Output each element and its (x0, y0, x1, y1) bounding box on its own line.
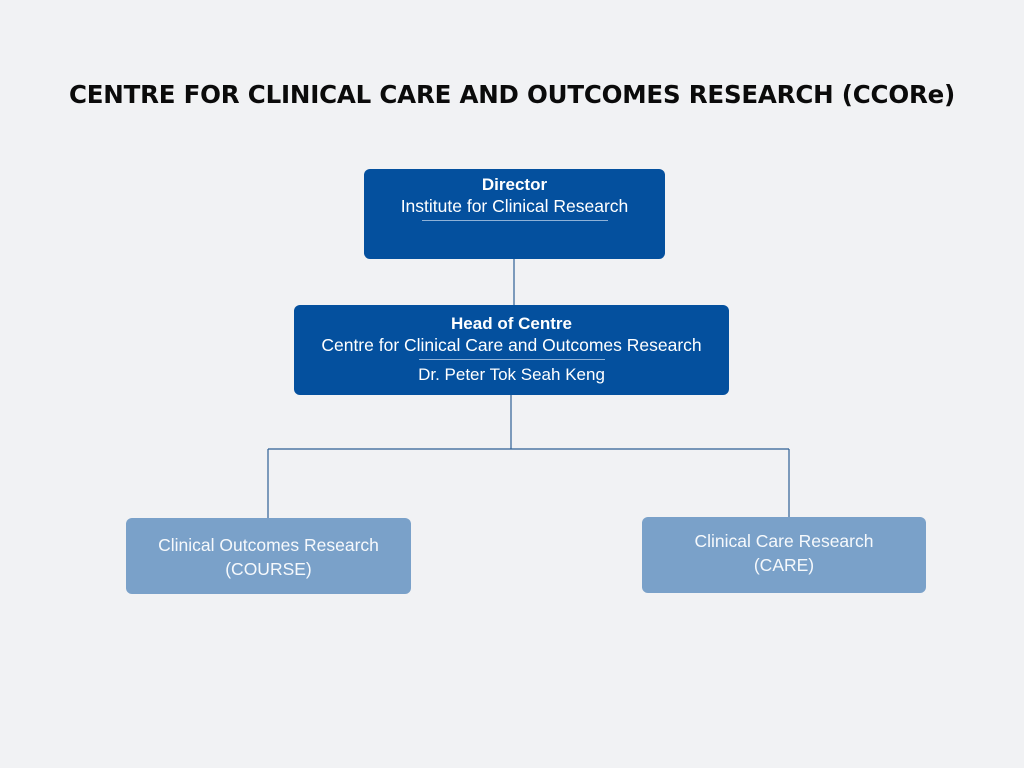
director-org: Institute for Clinical Research (400, 196, 629, 216)
director-divider (421, 220, 608, 221)
unit-care-abbr: (CARE) (753, 555, 815, 575)
unit-care-box: Clinical Care Research (CARE) (642, 517, 926, 593)
head-divider (418, 359, 605, 360)
unit-course-abbr: (COURSE) (225, 559, 312, 579)
unit-course-name: Clinical Outcomes Research (158, 535, 379, 555)
head-of-centre-box: Head of Centre Centre for Clinical Care … (294, 305, 729, 395)
unit-care-name: Clinical Care Research (694, 531, 874, 551)
director-role: Director (481, 175, 548, 194)
unit-course-box: Clinical Outcomes Research (COURSE) (126, 518, 411, 594)
head-role: Head of Centre (451, 314, 572, 333)
head-person: Dr. Peter Tok Seah Keng (418, 365, 605, 384)
director-box: Director Institute for Clinical Research (364, 169, 665, 259)
head-org: Centre for Clinical Care and Outcomes Re… (321, 335, 702, 355)
page-title: CENTRE FOR CLINICAL CARE AND OUTCOMES RE… (68, 80, 956, 109)
